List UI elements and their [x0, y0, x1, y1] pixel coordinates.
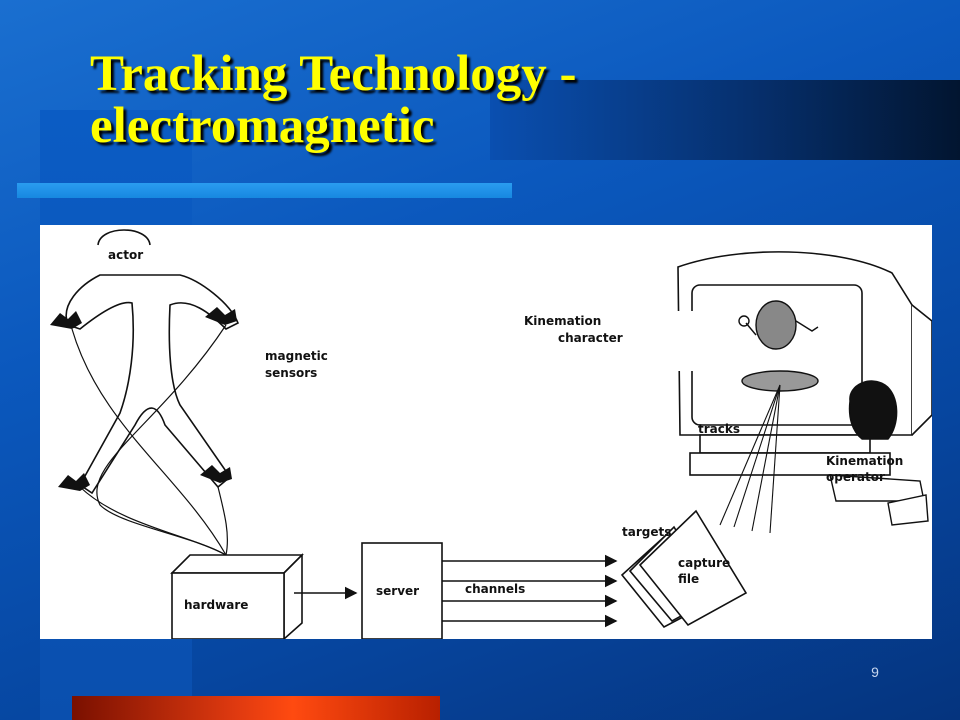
hardware-box [170, 553, 304, 639]
magnetic-sensor-icon [50, 307, 237, 491]
capture-file-stack [620, 509, 748, 629]
title-underline-bar [17, 183, 512, 198]
magnetic-sensors-label-line-1: magnetic [265, 349, 328, 363]
page-number: 9 [871, 664, 879, 680]
kinemation-operator-label-line-2: operator [826, 470, 885, 484]
targets-label: targets [622, 525, 671, 539]
channels-label: channels [465, 582, 525, 596]
kinemation-operator-label-line-1: Kinemation [826, 454, 903, 468]
actor-figure [65, 229, 240, 495]
track-lines [719, 384, 781, 534]
channel-arrows [442, 554, 618, 628]
slide-title: Tracking Technology - electromagnetic [90, 48, 710, 152]
capture-file-label-line-1: capture [678, 556, 730, 570]
kinemation-operator-figure [829, 380, 929, 526]
kinemation-character-figure [738, 300, 819, 392]
decorative-dark-bar [490, 80, 960, 160]
monitor-icon [677, 251, 932, 476]
capture-file-label-line-2: file [678, 572, 699, 586]
hardware-label: hardware [184, 598, 248, 612]
actor-label: actor [108, 248, 143, 262]
slide-title-line-1: Tracking Technology - [90, 46, 577, 102]
kinemation-character-label-line-1: Kinemation [524, 314, 601, 328]
tracks-label: tracks [698, 422, 740, 436]
tracking-diagram: actor magnetic sensors hardware server c… [40, 225, 932, 639]
server-box [361, 542, 443, 639]
kinemation-character-label-line-2: character [558, 331, 623, 345]
server-label: server [376, 584, 419, 598]
decorative-bottom-bar [72, 696, 440, 720]
magnetic-sensors-label-line-2: sensors [265, 366, 317, 380]
sensor-cables [71, 324, 229, 556]
slide-title-line-2: electromagnetic [90, 98, 435, 154]
